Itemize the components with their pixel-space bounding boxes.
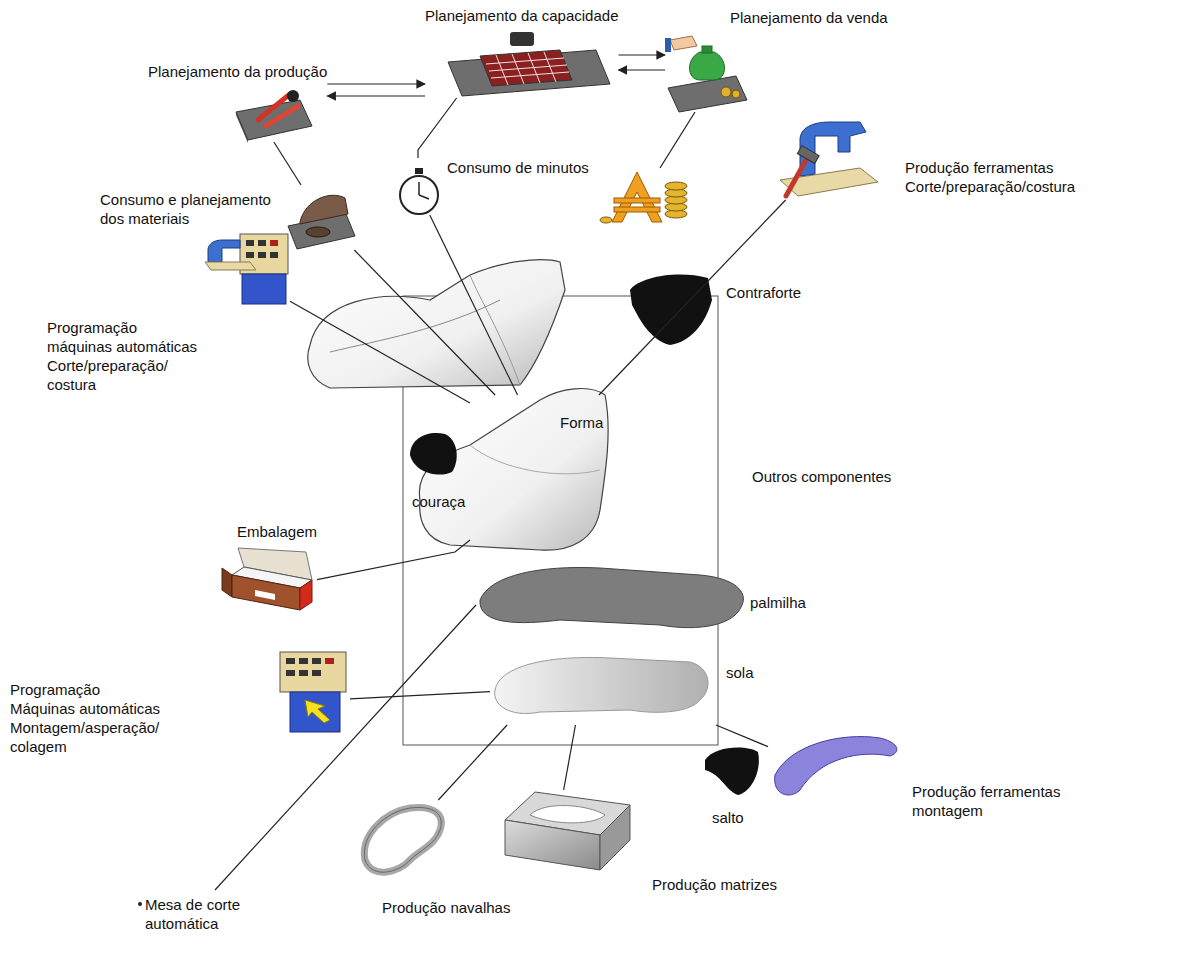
connector-line — [438, 725, 507, 800]
sales-planning-icon — [665, 36, 747, 112]
tooling-icon: Produção ferramentas Corte/preparação/co… — [775, 118, 1085, 200]
money-link — [660, 112, 695, 168]
connector-group — [274, 55, 786, 800]
node-label: Contraforte — [726, 283, 801, 302]
label-block: Planejamento da venda — [730, 8, 888, 27]
connector-line — [418, 98, 457, 158]
connector-line — [354, 250, 495, 395]
node-label: salto — [712, 808, 744, 827]
connector-line — [350, 692, 490, 699]
label-block: palmilha — [750, 593, 806, 612]
packaging-icon — [222, 548, 312, 610]
sole-shape — [495, 657, 708, 713]
machine-icon: Programação Máquinas automáticas Montage… — [10, 650, 350, 756]
insole-shape — [480, 567, 743, 627]
toe-puff-shape — [410, 433, 457, 475]
planning-icon: Planejamento da capacidade — [425, 6, 618, 98]
shoe-part: Contraforte — [625, 272, 801, 345]
label-block: sola — [726, 663, 754, 682]
label-block: couraça — [412, 492, 465, 511]
last-shading — [470, 445, 600, 474]
connector-line — [430, 215, 518, 395]
node-label: Planejamento da capacidade — [425, 6, 618, 25]
label-block: Embalagem — [237, 522, 317, 541]
label-block: salto — [712, 808, 744, 827]
node-label: Programação máquinas automáticas Corte/p… — [47, 318, 202, 394]
planning-icon: Planejamento da venda — [665, 8, 888, 112]
leader-dot — [138, 902, 142, 906]
planning-icon: Planejamento da produção — [148, 62, 327, 142]
stopwatch-icon — [400, 168, 438, 214]
part-label: Mesa de corte automática — [145, 895, 255, 933]
label-block: Produção ferramentas montagem — [912, 782, 1067, 820]
node-label: Consumo e planejamento dos materiais — [100, 190, 280, 228]
label-block: Planejamento da produção — [148, 62, 327, 81]
connector-line — [716, 725, 768, 747]
node-label: sola — [726, 663, 754, 682]
label-block: Programação Máquinas automáticas Montage… — [10, 680, 165, 756]
shoe-part: salto — [700, 745, 760, 827]
connector-line — [327, 83, 425, 84]
connector-line — [317, 540, 470, 580]
label-block: Forma — [560, 413, 603, 432]
node-label: Consumo de minutos — [447, 158, 589, 177]
shoe-part: sola — [490, 650, 754, 725]
shoe-part: palmilha — [470, 560, 806, 640]
capacity-planning-icon — [448, 32, 610, 96]
production-planning-icon — [236, 90, 312, 143]
node-label: Planejamento da produção — [148, 62, 327, 81]
label-block: Consumo de minutos — [447, 158, 589, 177]
node-label: Produção matrizes — [652, 875, 777, 894]
node-label: Embalagem — [237, 522, 317, 541]
money-icon — [600, 172, 687, 223]
connector-line — [327, 95, 425, 96]
label-anchor: Mesa de corte automática — [145, 895, 255, 933]
label-block: Produção ferramentas Corte/preparação/co… — [905, 158, 1085, 196]
connector-line — [618, 54, 665, 55]
timing-icon: Consumo de minutos — [398, 158, 589, 215]
connector-line — [564, 725, 576, 790]
packaging-icon: Embalagem — [222, 522, 317, 612]
label-block: Planejamento da capacidade — [425, 6, 618, 25]
connector-line — [618, 69, 665, 70]
label-block: Contraforte — [726, 283, 801, 302]
cutting-tools-icon — [780, 122, 878, 196]
shoe-part: couraça — [408, 432, 465, 511]
connector-line — [274, 142, 301, 185]
node-label: Produção ferramentas montagem — [912, 782, 1067, 820]
cutting-die-icon — [364, 807, 441, 872]
planning-icon: Consumo e planejamento dos materiais — [100, 185, 355, 250]
label-block: Produção matrizes — [652, 875, 777, 894]
node-label: Forma — [560, 413, 603, 432]
machine-icon: Programação máquinas automáticas Corte/p… — [47, 232, 290, 394]
heel-shape — [705, 747, 759, 795]
tooling-icon: Produção matrizes — [505, 790, 777, 894]
shoe-part: Forma — [470, 395, 610, 545]
lasting-tool-icon — [775, 737, 897, 795]
node-label: Produção navalhas — [382, 898, 510, 917]
counter-shape — [630, 274, 712, 345]
node-label: Produção ferramentas Corte/preparação/co… — [905, 158, 1085, 196]
node-label: couraça — [412, 492, 465, 511]
node-label: Planejamento da venda — [730, 8, 888, 27]
tooling-icon: Produção ferramentas montagem — [768, 730, 1067, 820]
label-block: Consumo e planejamento dos materiais — [100, 190, 280, 228]
mould-icon — [505, 792, 630, 870]
upper-shoe — [308, 260, 565, 388]
node-label: Programação Máquinas automáticas Montage… — [10, 680, 165, 756]
tooling-icon: Produção navalhas — [355, 800, 510, 917]
part-label: Outros componentes — [752, 467, 891, 486]
node-label: palmilha — [750, 593, 806, 612]
label-block: Produção navalhas — [382, 898, 510, 917]
cutting-machine-icon — [205, 234, 288, 304]
materials-icon — [288, 195, 355, 249]
label-anchor: Outros componentes — [752, 467, 891, 486]
label-block: Programação máquinas automáticas Corte/p… — [47, 318, 202, 394]
lasting-machine-icon — [280, 652, 346, 732]
connector-line — [290, 301, 470, 403]
leader-line — [215, 605, 476, 890]
